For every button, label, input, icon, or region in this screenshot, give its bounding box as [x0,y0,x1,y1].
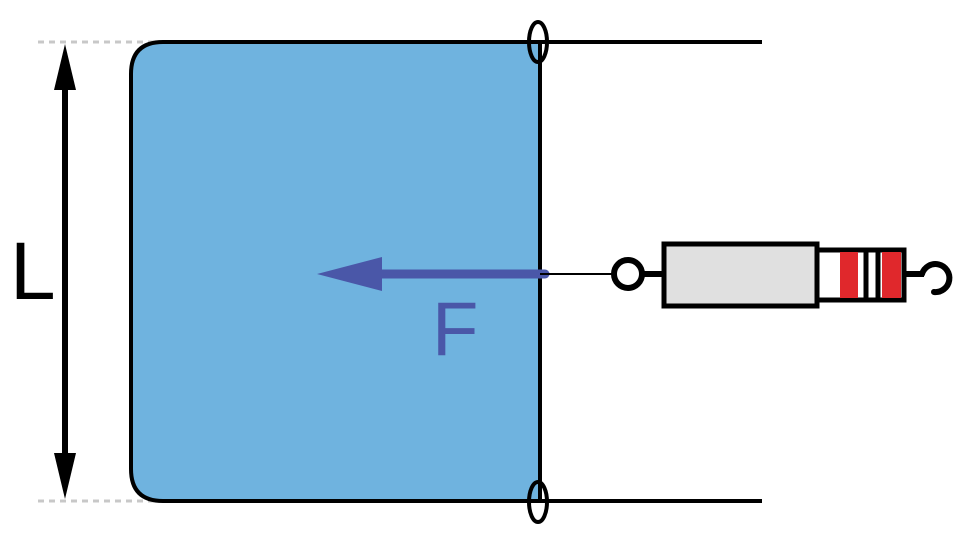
scale-mark [840,252,858,298]
force-arrowhead [317,257,382,291]
scale-body [661,241,820,309]
length-label: L [10,226,56,317]
scale-ring [611,257,645,291]
arrowhead-down [54,453,76,499]
slider-loop-top [527,20,549,64]
scale-hook [919,261,953,296]
length-dimension-arrow [54,44,76,499]
arrowhead-up [54,44,76,90]
force-arrow [317,257,550,291]
spring-scale [540,241,953,309]
slider-loop-bottom [527,480,549,524]
scale-mark [882,252,901,298]
force-label: F [432,287,478,372]
